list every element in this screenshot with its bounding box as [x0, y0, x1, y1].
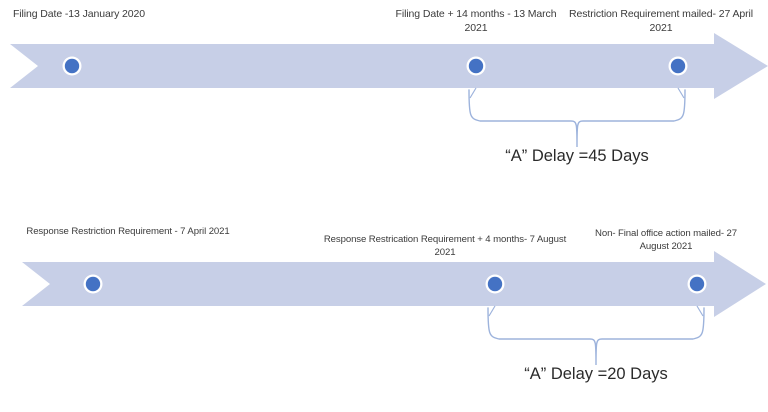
timeline-arrow-shape — [22, 251, 766, 317]
event-label-filing-date: Filing Date -13 January 2020 — [12, 8, 146, 20]
second-action-delay-timeline: Response Restriction Requirement - 7 Apr… — [0, 218, 768, 412]
timeline-arrow-shape — [10, 33, 768, 99]
milestone-dot-response-restriction-plus-4-months[interactable] — [487, 276, 503, 292]
milestone-dot-non-final-office-action-mailed[interactable] — [689, 276, 705, 292]
timeline-1-graphics — [10, 33, 768, 148]
brace-tick-left-2 — [488, 305, 496, 317]
brace-tick-right-2 — [696, 305, 704, 317]
milestone-dot-filing-date-plus-14-months[interactable] — [468, 58, 484, 74]
a-delay-label-2: “A” Delay =20 Days — [524, 365, 668, 383]
event-label-non-final-office-action-mailed: Non- Final office action mailed- 27 Augu… — [595, 228, 737, 252]
milestone-dot-response-restriction-requirement[interactable] — [85, 276, 101, 292]
a-delay-label-1: “A” Delay =45 Days — [505, 147, 649, 165]
a-delay-brace-1 — [468, 89, 686, 148]
brace-tick-left-1 — [469, 87, 477, 99]
event-label-filing-date-plus-14-months: Filing Date + 14 months - 13 March 2021 — [395, 8, 557, 34]
milestone-dot-filing-date[interactable] — [64, 58, 80, 74]
a-delay-brace-2 — [487, 307, 705, 366]
milestone-dot-restriction-requirement-mailed[interactable] — [670, 58, 686, 74]
event-label-restriction-requirement-mailed: Restriction Requirement mailed- 27 April… — [569, 8, 753, 34]
timeline-2-graphics — [22, 251, 766, 366]
event-label-response-restriction-plus-4-months: Response Restrication Requirement + 4 mo… — [323, 234, 567, 258]
event-label-response-restriction-requirement: Response Restriction Requirement - 7 Apr… — [26, 226, 230, 237]
brace-tick-right-1 — [677, 87, 685, 99]
first-action-delay-timeline: Filing Date -13 January 2020 Filing Date… — [0, 0, 768, 200]
